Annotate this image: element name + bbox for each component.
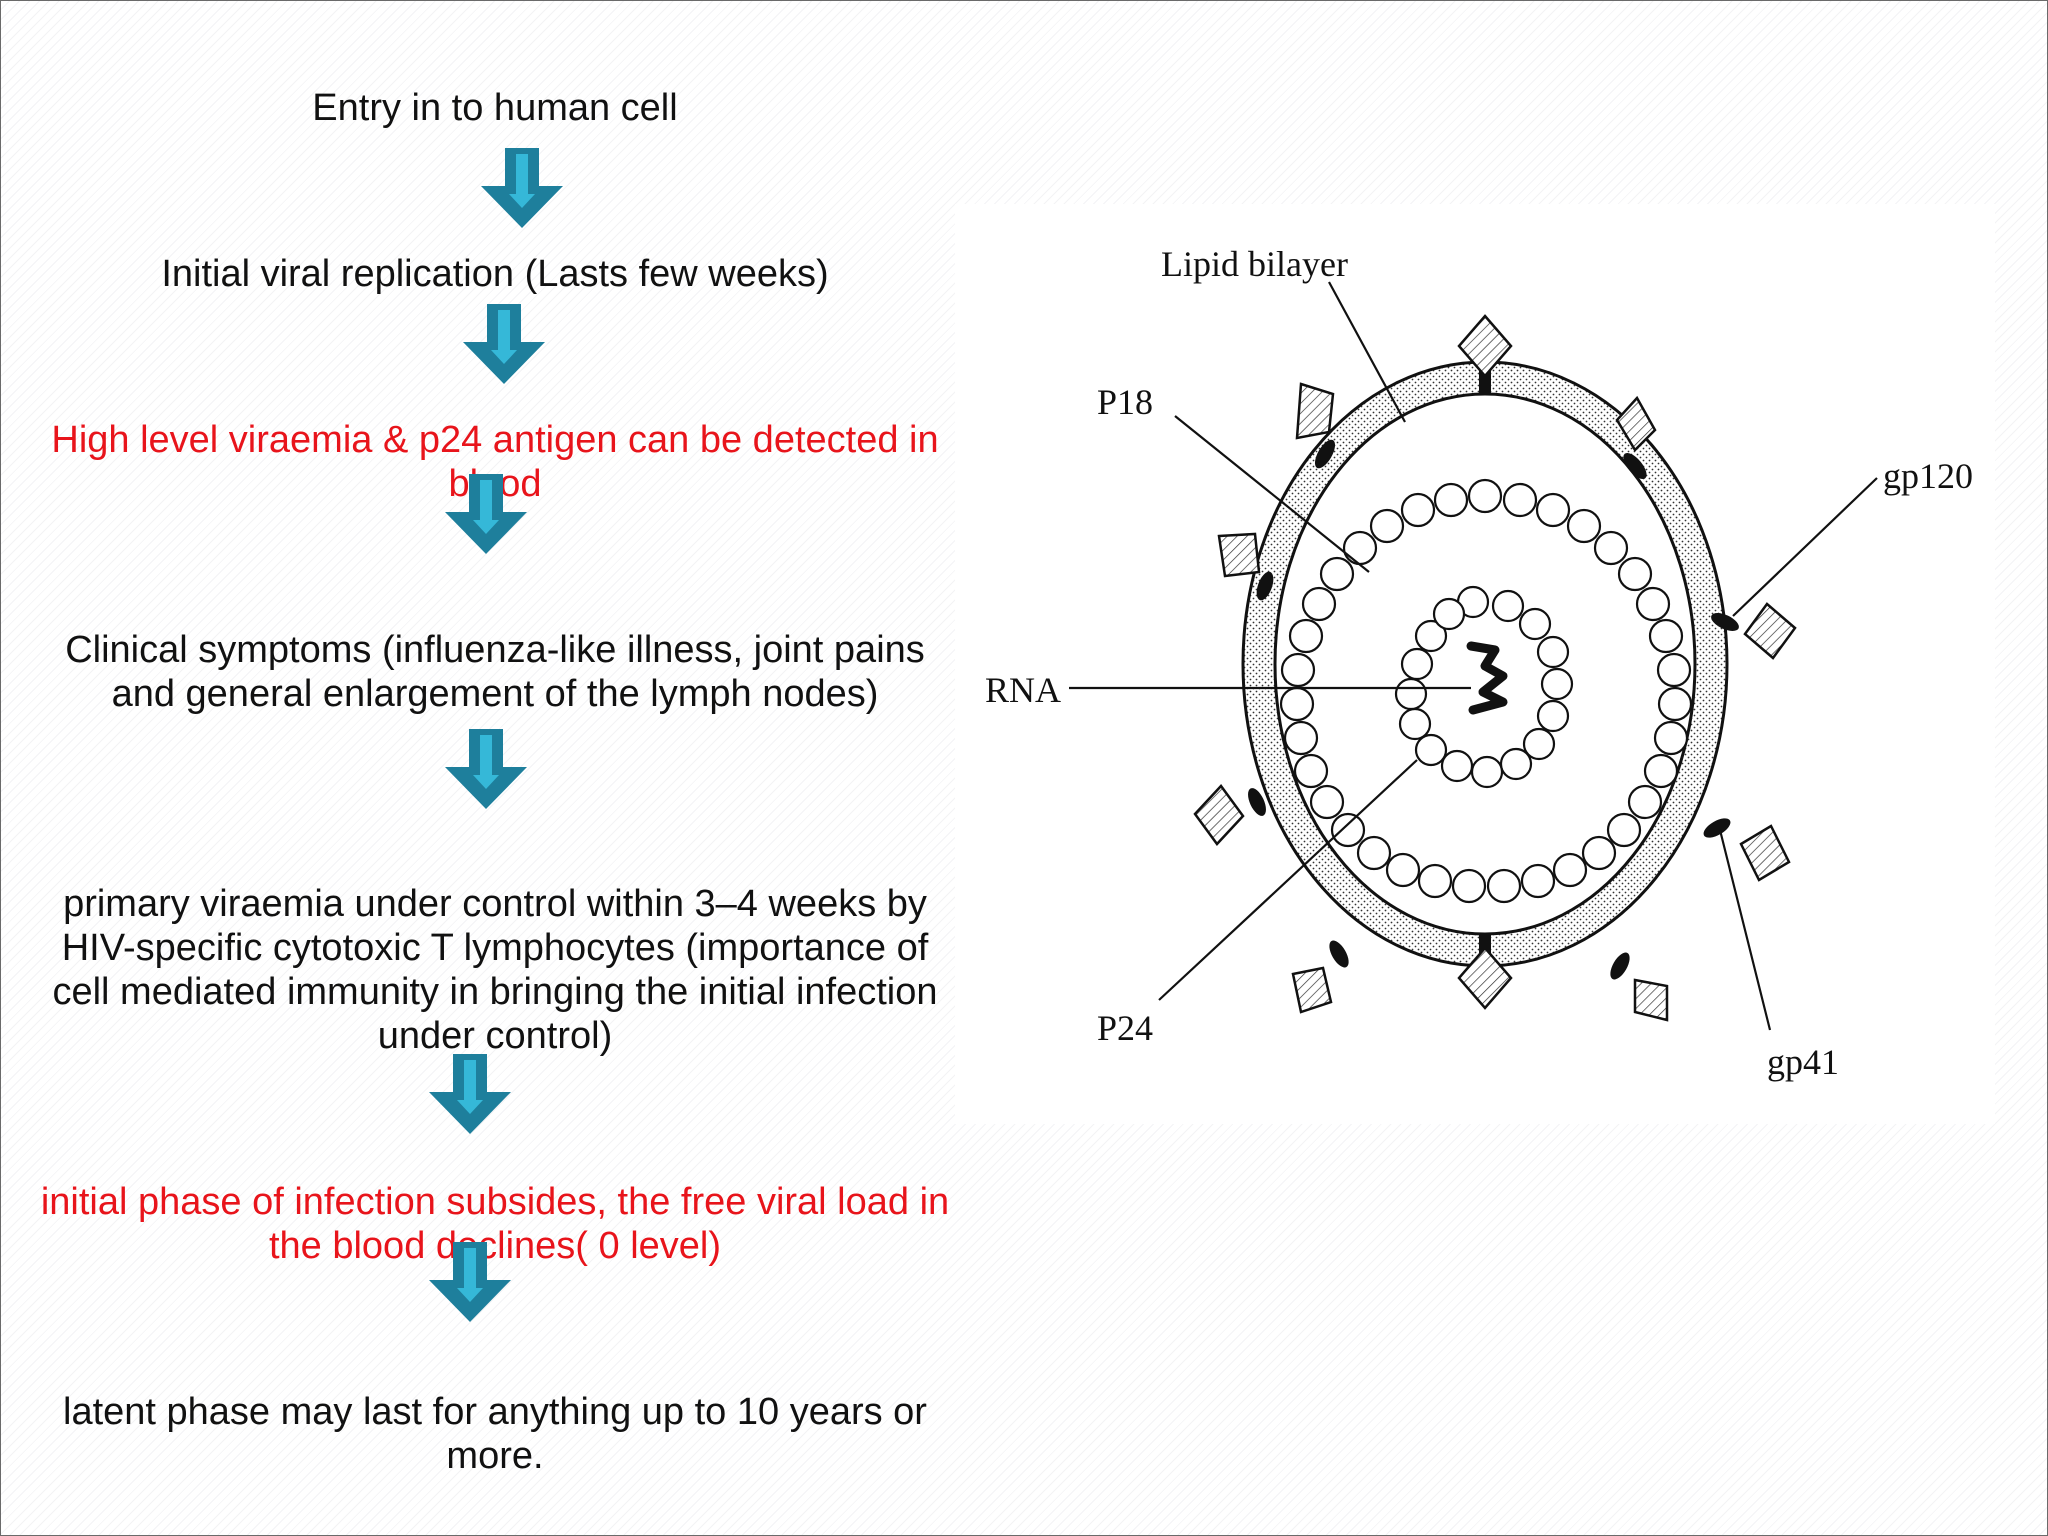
label-p18: P18 (1097, 382, 1153, 422)
down-arrow-icon (429, 1054, 511, 1134)
flow-step-primary-viraemia-control: primary viraemia under control within 3–… (52, 883, 938, 1057)
flow-step-high-viraemia: High level viraemia & p24 antigen can be… (51, 419, 939, 505)
rna-genome (1466, 641, 1508, 715)
flow-step-initial-replication: Initial viral replication (Lasts few wee… (161, 253, 829, 295)
gp41-transmembrane-proteins (1248, 360, 1739, 980)
down-arrow-icon (481, 148, 563, 228)
label-gp120: gp120 (1883, 456, 1973, 496)
p24-core-ring (1394, 585, 1574, 789)
label-gp41: gp41 (1767, 1042, 1839, 1082)
label-leader-lines (1069, 281, 1878, 1031)
label-p24: P24 (1097, 1008, 1153, 1048)
p18-matrix-ring (1279, 478, 1693, 904)
hiv-virion-svg: Lipid bilayer P18 gp120 RNA P24 gp41 (985, 244, 1973, 1082)
down-arrow-icon (463, 304, 545, 384)
down-arrow-icon (445, 474, 527, 554)
label-lipid-bilayer: Lipid bilayer (1161, 244, 1348, 284)
flow-step-entry: Entry in to human cell (312, 87, 678, 129)
label-rna: RNA (985, 670, 1061, 710)
flow-step-infection-subsides: initial phase of infection subsides, the… (40, 1181, 950, 1267)
hiv-structure-diagram: Lipid bilayer P18 gp120 RNA P24 gp41 (955, 204, 1995, 1124)
flow-step-latent-phase: latent phase may last for anything up to… (63, 1391, 927, 1477)
down-arrow-icon (445, 729, 527, 809)
flow-step-clinical-symptoms: Clinical symptoms (influenza-like illnes… (65, 629, 925, 715)
down-arrow-icon (429, 1242, 511, 1322)
gp120-surface-knobs (1193, 314, 1797, 1022)
